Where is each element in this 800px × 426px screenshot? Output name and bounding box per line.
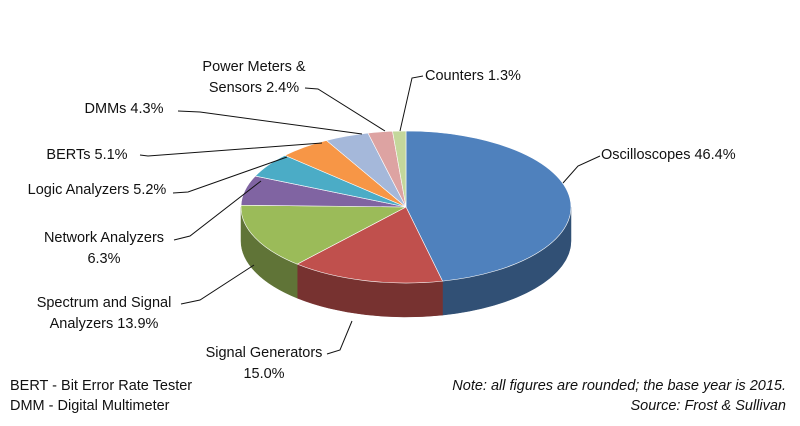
leader-network-analyzers — [173, 180, 262, 241]
slice-oscilloscopes — [405, 130, 572, 282]
leader-signal-generators — [326, 320, 353, 355]
abbrev-bert: BERT - Bit Error Rate Tester — [10, 378, 193, 394]
source-note: Note: all figures are rounded; the base … — [452, 376, 786, 416]
label-dmms: DMMs 4.3% — [85, 101, 164, 117]
label-oscilloscopes: Oscilloscopes 46.4% — [601, 147, 736, 163]
label-counters: Counters 1.3% — [425, 68, 521, 84]
leader-berts — [139, 142, 323, 157]
abbreviation-legend: BERT - Bit Error Rate Tester DMM - Digit… — [10, 376, 192, 416]
slice-spectrum-and-signal-analyzers — [240, 204, 407, 265]
rounding-note: Note: all figures are rounded; the base … — [452, 378, 786, 394]
abbrev-dmm: DMM - Digital Multimeter — [10, 398, 170, 414]
slice-counters — [392, 130, 407, 208]
slice-signal-generators — [296, 206, 443, 284]
leader-oscilloscopes — [562, 155, 601, 184]
label-logic-analyzers: Logic Analyzers 5.2% — [28, 182, 167, 198]
label-berts: BERTs 5.1% — [46, 147, 127, 163]
source-credit: Source: Frost & Sullivan — [630, 398, 786, 414]
leader-lines — [139, 75, 601, 355]
leader-power-meters-sensors — [304, 87, 386, 132]
leader-counters — [399, 75, 424, 132]
leader-spectrum-and-signal-analyzers — [180, 264, 255, 305]
leader-logic-analyzers — [172, 156, 288, 194]
pie-tops — [240, 130, 572, 284]
leader-dmms — [177, 110, 363, 135]
label-power-meters-sensors: Power Meters &Sensors 2.4% — [202, 59, 305, 96]
